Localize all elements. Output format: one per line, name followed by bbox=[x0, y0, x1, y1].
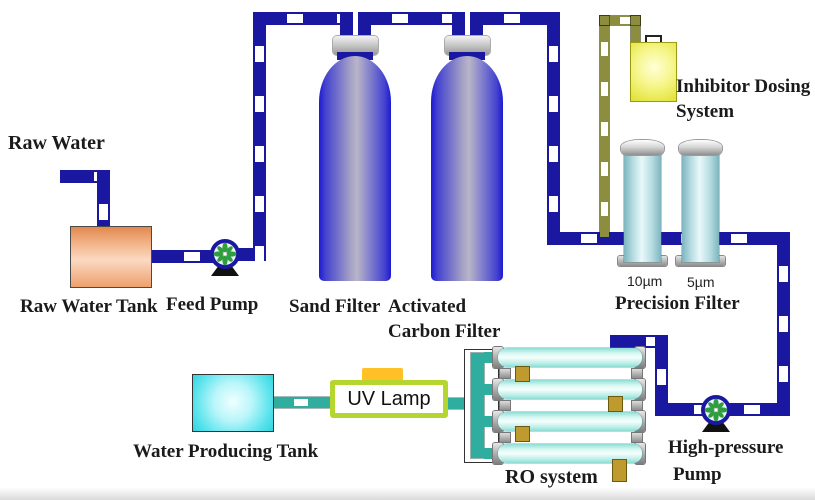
label-high-pressure-line2: Pump bbox=[673, 464, 722, 485]
pipe-right-drop-1 bbox=[547, 12, 560, 245]
pipe-elbow bbox=[358, 12, 371, 25]
ro-manifold-stub bbox=[484, 448, 498, 459]
pipe-elbow bbox=[655, 335, 668, 348]
pipe-elbow bbox=[777, 403, 790, 416]
ro-drain-port bbox=[613, 460, 626, 481]
pipe-dosing-drop bbox=[631, 16, 640, 44]
ro-port bbox=[516, 367, 529, 381]
pipe-precision-run bbox=[547, 232, 790, 245]
carbon-filter-cap bbox=[445, 36, 490, 55]
pipe-elbow bbox=[470, 12, 483, 25]
label-water-producing-tank: Water Producing Tank bbox=[133, 441, 319, 462]
sand-filter-cap bbox=[333, 36, 378, 55]
pipe-dosing-top bbox=[600, 16, 640, 25]
ro-connector-nub bbox=[500, 433, 510, 442]
ro-connector-nub bbox=[632, 433, 642, 442]
pipe-elbow bbox=[600, 16, 609, 25]
label-feed-pump: Feed Pump bbox=[166, 294, 259, 315]
label-sand-filter: Sand Filter bbox=[289, 296, 381, 317]
bottom-shadow-strip bbox=[0, 487, 815, 500]
label-inhibitor-line2: System bbox=[676, 101, 735, 122]
label-high-pressure-line1: High-pressure bbox=[668, 437, 784, 458]
ro-connector-nub bbox=[632, 401, 642, 410]
pipe-tank-to-uv bbox=[272, 397, 332, 408]
pipe-dosing-vertical bbox=[600, 16, 609, 237]
pipe-elbow bbox=[97, 170, 110, 183]
ro-connector-nub bbox=[500, 401, 510, 410]
uv-lamp-label: UV Lamp bbox=[347, 387, 431, 410]
pipe-elbow bbox=[253, 12, 266, 25]
label-precision-filter: Precision Filter bbox=[615, 293, 740, 314]
ro-manifold-stub bbox=[484, 384, 498, 395]
ro-membrane-tube-1 bbox=[498, 348, 642, 367]
pipe-top-run-1 bbox=[253, 12, 353, 25]
ro-connector-nub bbox=[500, 369, 510, 378]
label-micron-5: 5µm bbox=[687, 274, 715, 290]
water-producing-tank bbox=[192, 374, 274, 432]
pipe-top-run-3 bbox=[470, 12, 560, 25]
ro-manifold-bar bbox=[471, 353, 484, 458]
label-raw-water: Raw Water bbox=[8, 132, 105, 154]
pipe-riser-vertical bbox=[253, 12, 266, 261]
ro-connector-nub bbox=[632, 369, 642, 378]
pipe-elbow bbox=[452, 12, 465, 25]
precision-filter-1 bbox=[624, 150, 661, 262]
inhibitor-dosing-tank bbox=[630, 42, 677, 102]
pipe-elbow bbox=[547, 12, 560, 25]
uv-lamp: UV Lamp bbox=[330, 380, 448, 418]
ro-membrane-tube-3 bbox=[498, 412, 642, 431]
pipe-top-run-2 bbox=[358, 12, 465, 25]
ro-membrane-tube-2 bbox=[498, 380, 642, 399]
precision-filter-1-cap bbox=[621, 140, 664, 155]
label-micron-10: 10µm bbox=[627, 273, 663, 289]
pipe-ro-riser bbox=[655, 335, 668, 416]
label-inhibitor-line1: Inhibitor Dosing bbox=[676, 76, 811, 97]
ro-port bbox=[516, 427, 529, 441]
pipe-elbow bbox=[340, 12, 353, 25]
carbon-filter-vessel bbox=[431, 56, 503, 281]
precision-filter-2-cap bbox=[679, 140, 722, 155]
label-ro-system: RO system bbox=[505, 466, 598, 488]
sand-filter-vessel bbox=[319, 56, 391, 281]
pipe-elbow bbox=[655, 403, 668, 416]
feed-pump-icon bbox=[210, 239, 240, 276]
precision-filter-2 bbox=[682, 150, 719, 262]
pipe-uv-to-ro bbox=[446, 398, 478, 409]
uv-lamp-tab bbox=[362, 368, 403, 382]
label-activated-line1: Activated bbox=[388, 296, 467, 317]
pipe-raw-inlet-vertical bbox=[97, 170, 110, 228]
pipe-elbow bbox=[777, 232, 790, 245]
pipe-elbow bbox=[610, 335, 623, 348]
label-activated-line2: Carbon Filter bbox=[388, 321, 501, 342]
pipe-right-drop-2 bbox=[777, 232, 790, 416]
pipe-elbow bbox=[547, 232, 560, 245]
pipe-tank-outlet bbox=[150, 250, 214, 263]
ro-manifold-stub bbox=[484, 352, 498, 363]
label-raw-water-tank: Raw Water Tank bbox=[20, 296, 158, 317]
pipe-elbow bbox=[631, 16, 640, 25]
ro-port bbox=[609, 397, 622, 411]
high-pressure-pump-icon bbox=[701, 395, 731, 432]
raw-water-tank bbox=[70, 226, 152, 288]
ro-manifold-stub bbox=[484, 416, 498, 427]
ro-membrane-tube-4 bbox=[498, 444, 642, 463]
